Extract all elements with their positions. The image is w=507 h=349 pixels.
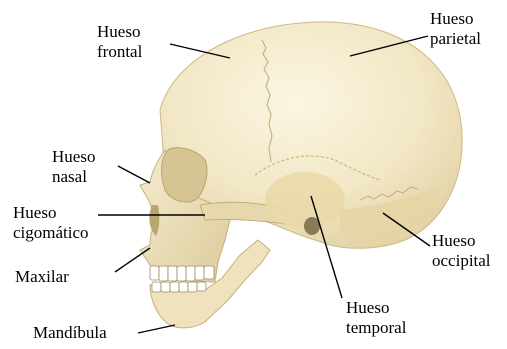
label-parietal-line1: Hueso <box>430 9 481 29</box>
label-hueso-cigomatico: Hueso cigomático <box>13 203 89 243</box>
label-occipital-line2: occipital <box>432 251 491 271</box>
label-hueso-parietal: Hueso parietal <box>430 9 481 49</box>
maxilar-leader <box>115 248 150 272</box>
label-hueso-nasal: Hueso nasal <box>52 147 95 187</box>
label-nasal-line1: Hueso <box>52 147 95 167</box>
eye-orbit <box>162 148 207 202</box>
mandibula-leader <box>138 325 175 333</box>
label-nasal-line2: nasal <box>52 167 95 187</box>
label-temporal-line2: temporal <box>346 318 406 338</box>
label-occipital-line1: Hueso <box>432 231 491 251</box>
label-cigomatico-line1: Hueso <box>13 203 89 223</box>
temporal-region <box>265 172 345 228</box>
label-temporal-line1: Hueso <box>346 298 406 318</box>
label-frontal-line2: frontal <box>97 42 142 62</box>
label-maxilar: Maxilar <box>15 267 69 287</box>
label-mandibula-line1: Mandíbula <box>33 323 107 343</box>
label-parietal-line2: parietal <box>430 29 481 49</box>
label-maxilar-line1: Maxilar <box>15 267 69 287</box>
label-mandibula: Mandíbula <box>33 323 107 343</box>
label-cigomatico-line2: cigomático <box>13 223 89 243</box>
label-hueso-temporal: Hueso temporal <box>346 298 406 338</box>
label-hueso-frontal: Hueso frontal <box>97 22 142 62</box>
label-hueso-occipital: Hueso occipital <box>432 231 491 271</box>
label-frontal-line1: Hueso <box>97 22 142 42</box>
nasal-leader <box>118 166 150 183</box>
